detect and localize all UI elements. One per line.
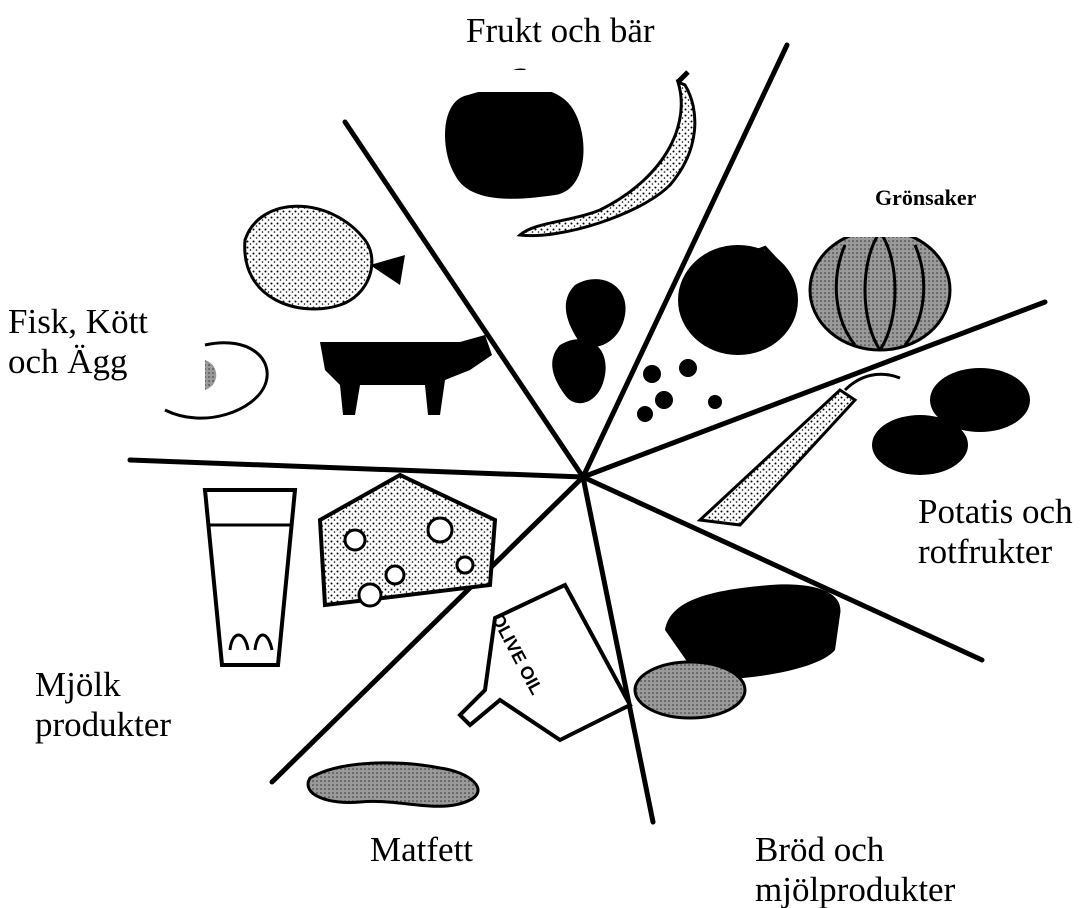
cabbage-icon	[810, 215, 960, 350]
label-line: och Ägg	[8, 342, 148, 382]
label-text: Grönsaker	[875, 185, 976, 211]
label-frukt-och-bar: Frukt och bär	[466, 11, 655, 51]
potato-icon	[872, 368, 1030, 475]
label-mjolk-produkter: Mjölk produkter	[35, 665, 171, 745]
label-line: mjölprodukter	[755, 870, 955, 908]
fish-icon	[245, 206, 405, 309]
tomato-icon	[678, 245, 798, 355]
label-text: Frukt och bär	[466, 11, 655, 51]
strawberry-icon	[552, 279, 625, 403]
label-matfett: Matfett	[370, 830, 473, 870]
label-potatis-och-rotfrukter: Potatis och rotfrukter	[918, 492, 1073, 572]
label-line: Mjölk	[35, 665, 171, 705]
label-line: Potatis och	[918, 492, 1073, 532]
peas-icon	[637, 359, 722, 422]
label-line: rotfrukter	[918, 532, 1073, 572]
oil-spill-icon	[308, 763, 478, 806]
cow-icon	[320, 335, 492, 415]
bread-loaf-icon	[635, 584, 840, 718]
label-line: Bröd och	[755, 830, 955, 870]
label-line: produkter	[35, 705, 171, 745]
egg-icon	[165, 343, 267, 418]
label-fisk-kott-och-agg: Fisk, Kött och Ägg	[8, 302, 148, 382]
label-gronsaker: Grönsaker	[875, 185, 976, 211]
label-line: Fisk, Kött	[8, 302, 148, 342]
olive-oil-bottle-icon	[460, 585, 630, 740]
divider-line	[130, 460, 583, 477]
label-brod-och-mjolprodukter: Bröd och mjölprodukter	[755, 830, 955, 908]
apple-icon	[445, 70, 584, 199]
cheese-icon	[320, 475, 495, 606]
glass-of-milk-icon	[205, 490, 295, 665]
label-text: Matfett	[370, 830, 473, 870]
